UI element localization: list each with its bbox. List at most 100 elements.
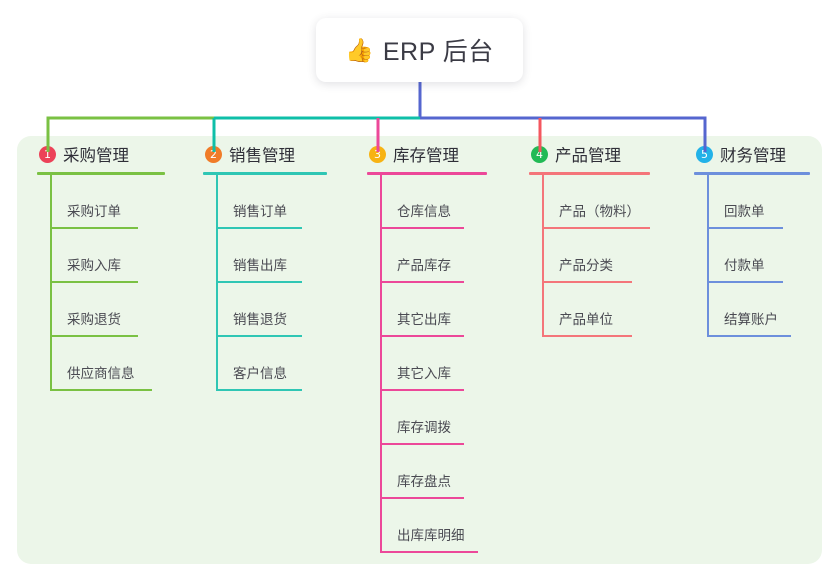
branch-number-badge: 5 xyxy=(696,145,713,163)
branch-item[interactable]: 销售退货 xyxy=(203,283,327,337)
branch-number-badge: 1 xyxy=(39,145,56,163)
branch-item-label: 其它出库 xyxy=(397,312,451,327)
branch-item[interactable]: 销售出库 xyxy=(203,229,327,283)
branch-rule xyxy=(203,172,327,175)
branch-item-label: 其它入库 xyxy=(397,366,451,381)
branch-item[interactable]: 其它出库 xyxy=(367,283,487,337)
branch-item[interactable]: 库存盘点 xyxy=(367,445,487,499)
diagram-panel xyxy=(17,136,822,564)
branch-item-label: 销售退货 xyxy=(233,312,287,327)
branch-item-label: 产品分类 xyxy=(559,258,613,273)
branch-number-badge: 4 xyxy=(531,145,548,163)
branch-title: 财务管理 xyxy=(720,147,786,165)
branch-item-label: 采购订单 xyxy=(67,204,121,219)
branch-title: 采购管理 xyxy=(63,147,129,165)
branch-header-3[interactable]: 3 库存管理 xyxy=(367,136,487,172)
branch-item-label: 产品单位 xyxy=(559,312,613,327)
branch-item[interactable]: 采购退货 xyxy=(37,283,165,337)
branch-item-label: 仓库信息 xyxy=(397,204,451,219)
branch-item-list: 回款单付款单结算账户 xyxy=(694,175,810,337)
branch-header-1[interactable]: 1 采购管理 xyxy=(37,136,165,172)
branch-item-underline xyxy=(542,227,650,229)
branch-item-label: 销售出库 xyxy=(233,258,287,273)
branch-item-label: 结算账户 xyxy=(724,312,778,327)
branch-item-label: 客户信息 xyxy=(233,366,287,381)
branch-item-underline xyxy=(380,551,478,553)
branch-item-underline xyxy=(380,497,464,499)
branch-item[interactable]: 出库库明细 xyxy=(367,499,487,553)
branch-item[interactable]: 仓库信息 xyxy=(367,175,487,229)
branch-spine xyxy=(50,175,52,391)
branch-item-underline xyxy=(216,335,302,337)
root-node-title: ERP 后台 xyxy=(382,38,494,66)
branch-header-5[interactable]: 5 财务管理 xyxy=(694,136,810,172)
branch-item-underline xyxy=(542,335,632,337)
branch-item-list: 销售订单销售出库销售退货客户信息 xyxy=(203,175,327,391)
branch-item-underline xyxy=(380,281,464,283)
thumbs-up-icon: 👍 xyxy=(345,36,374,63)
branch-number-badge: 2 xyxy=(205,145,222,163)
branch-item-underline xyxy=(707,227,783,229)
branch-item-label: 库存盘点 xyxy=(397,474,451,489)
branch-rule xyxy=(37,172,165,175)
branch-item-label: 销售订单 xyxy=(233,204,287,219)
branch-item-list: 产品（物料） 产品分类产品单位 xyxy=(529,175,650,337)
branch-item[interactable]: 采购入库 xyxy=(37,229,165,283)
branch-rule xyxy=(367,172,487,175)
branch-item-list: 采购订单采购入库采购退货供应商信息 xyxy=(37,175,165,391)
branch-column-2: 2 销售管理销售订单销售出库销售退货客户信息 xyxy=(203,136,327,391)
branch-item-label: 供应商信息 xyxy=(67,366,135,381)
branch-column-1: 1 采购管理采购订单采购入库采购退货供应商信息 xyxy=(37,136,165,391)
branch-item[interactable]: 回款单 xyxy=(694,175,810,229)
branch-item-underline xyxy=(707,281,783,283)
branch-item[interactable]: 结算账户 xyxy=(694,283,810,337)
branch-item-underline xyxy=(216,227,302,229)
branch-item-underline xyxy=(50,227,138,229)
branch-item-underline xyxy=(380,389,464,391)
branch-title: 库存管理 xyxy=(393,147,459,165)
branch-rule xyxy=(694,172,810,175)
branch-item-underline xyxy=(50,389,152,391)
branch-item[interactable]: 产品分类 xyxy=(529,229,650,283)
branch-header-2[interactable]: 2 销售管理 xyxy=(203,136,327,172)
branch-item-label: 采购入库 xyxy=(67,258,121,273)
branch-item-label: 产品库存 xyxy=(397,258,451,273)
branch-item[interactable]: 产品单位 xyxy=(529,283,650,337)
branch-item[interactable]: 客户信息 xyxy=(203,337,327,391)
branch-item[interactable]: 付款单 xyxy=(694,229,810,283)
branch-item-underline xyxy=(216,389,302,391)
branch-item[interactable]: 产品库存 xyxy=(367,229,487,283)
branch-item-underline xyxy=(380,443,464,445)
branch-title: 销售管理 xyxy=(229,147,295,165)
branch-item-label: 付款单 xyxy=(724,258,765,273)
branch-rule xyxy=(529,172,650,175)
root-node-card[interactable]: 👍 ERP 后台 xyxy=(316,18,523,82)
branch-item-underline xyxy=(50,281,138,283)
branch-item-label: 采购退货 xyxy=(67,312,121,327)
branch-item[interactable]: 采购订单 xyxy=(37,175,165,229)
branch-column-3: 3 库存管理仓库信息产品库存其它出库其它入库库存调拨库存盘点出库库明细 xyxy=(367,136,487,553)
branch-item-underline xyxy=(380,335,464,337)
branch-spine xyxy=(380,175,382,553)
branch-item-list: 仓库信息产品库存其它出库其它入库库存调拨库存盘点出库库明细 xyxy=(367,175,487,553)
branch-item-label: 回款单 xyxy=(724,204,765,219)
branch-item-label: 产品（物料） xyxy=(559,204,640,219)
branch-item-label: 出库库明细 xyxy=(397,528,465,543)
branch-item[interactable]: 库存调拨 xyxy=(367,391,487,445)
branch-item-underline xyxy=(50,335,138,337)
branch-item-label: 库存调拨 xyxy=(397,420,451,435)
branch-number-badge: 3 xyxy=(369,145,386,163)
branch-item[interactable]: 其它入库 xyxy=(367,337,487,391)
branch-column-5: 5 财务管理回款单付款单结算账户 xyxy=(694,136,810,337)
branch-item-underline xyxy=(380,227,464,229)
branch-item[interactable]: 销售订单 xyxy=(203,175,327,229)
branch-columns: 1 采购管理采购订单采购入库采购退货供应商信息 2 销售管理销售订单销售出库销售退货客… xyxy=(17,136,822,564)
branch-item-underline xyxy=(707,335,791,337)
branch-item[interactable]: 供应商信息 xyxy=(37,337,165,391)
branch-spine xyxy=(216,175,218,391)
branch-spine xyxy=(707,175,709,337)
branch-item-underline xyxy=(216,281,302,283)
branch-item[interactable]: 产品（物料） xyxy=(529,175,650,229)
